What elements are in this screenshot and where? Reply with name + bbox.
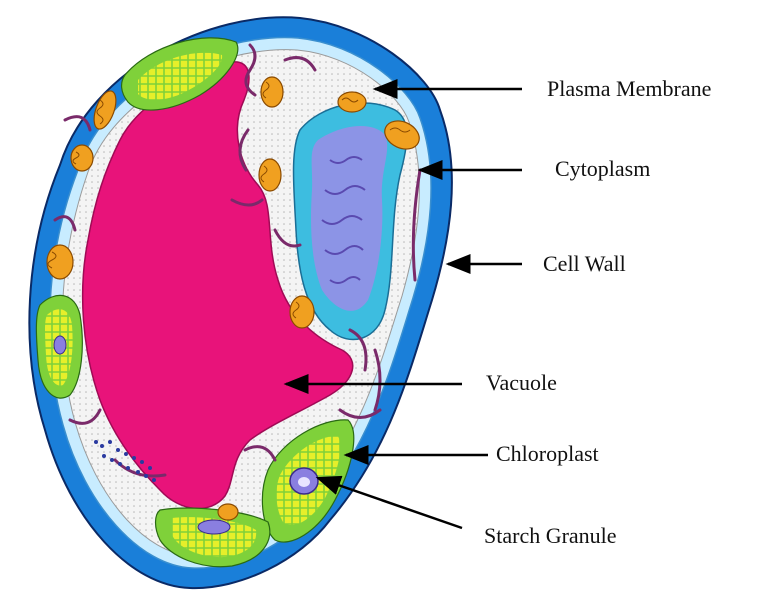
label-vacuole: Vacuole — [486, 370, 557, 395]
starch-granule — [290, 468, 318, 494]
label-chloroplast: Chloroplast — [496, 441, 599, 466]
label-starch-granule: Starch Granule — [484, 523, 617, 548]
label-cytoplasm: Cytoplasm — [555, 156, 650, 181]
chloroplast-left — [36, 295, 82, 398]
label-plasma-membrane: Plasma Membrane — [547, 76, 711, 101]
label-cell-wall: Cell Wall — [543, 251, 626, 276]
